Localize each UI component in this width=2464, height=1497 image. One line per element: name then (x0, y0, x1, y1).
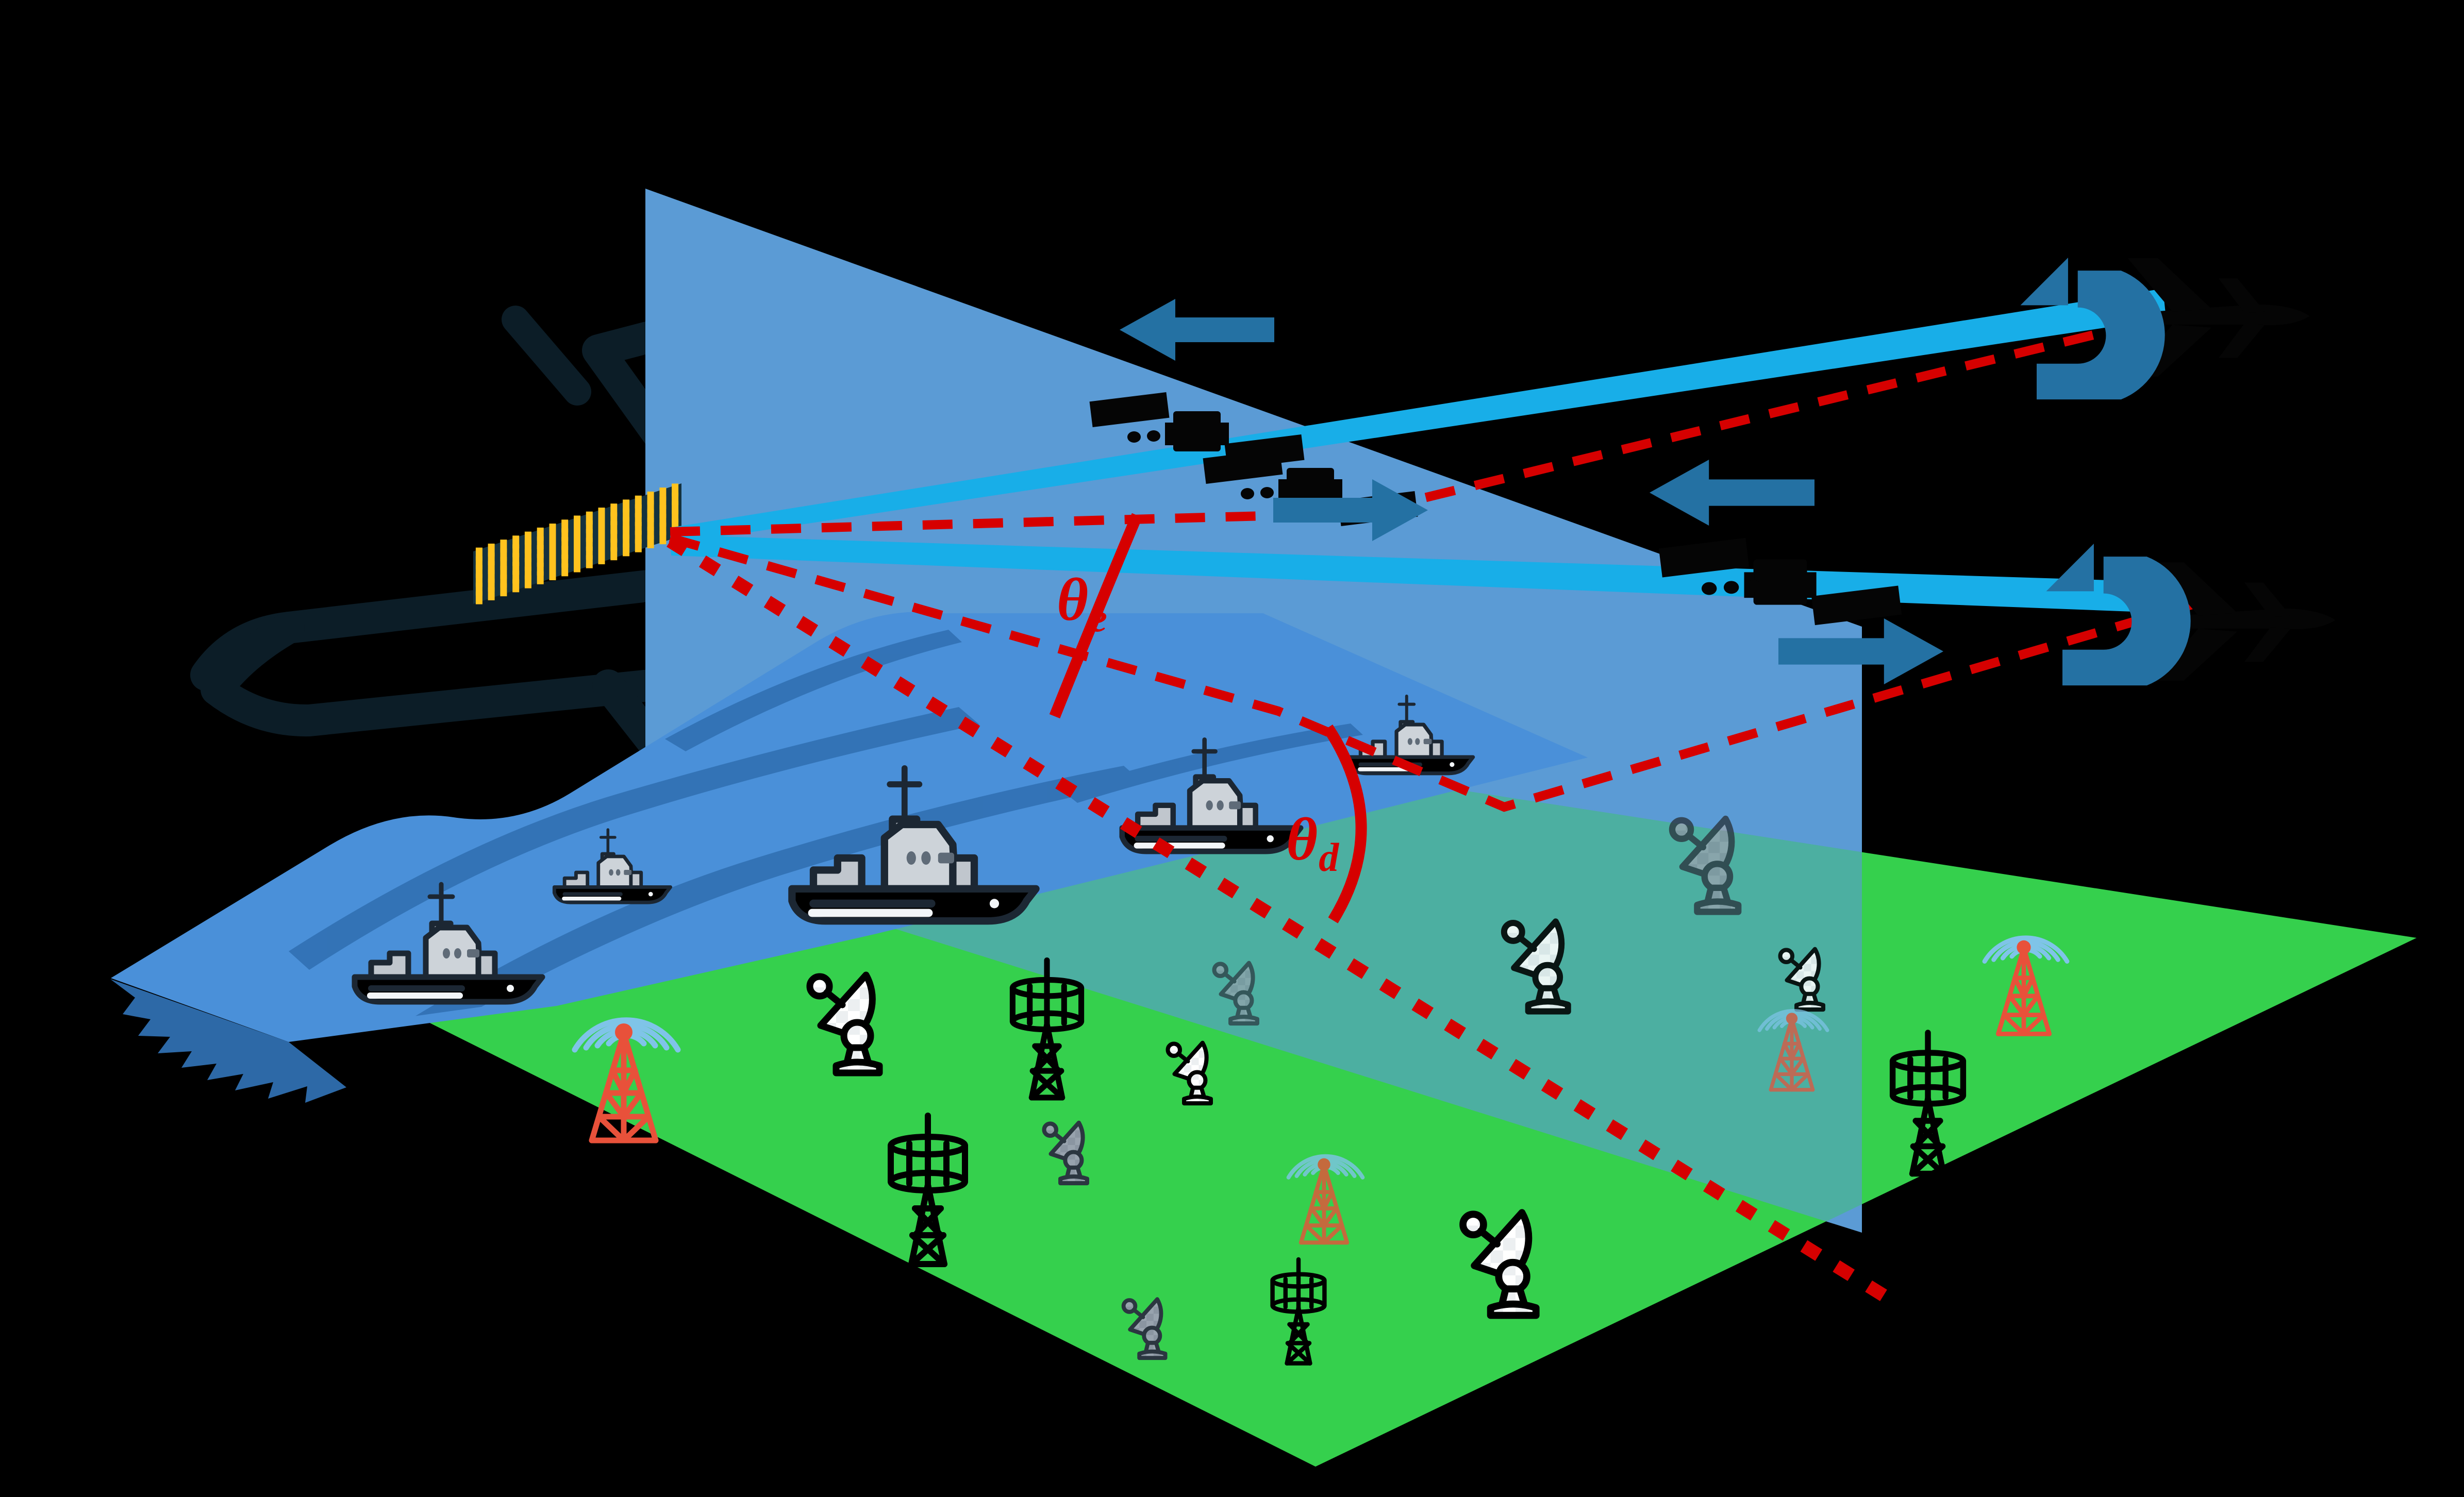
array-element (500, 583, 507, 597)
array-element (647, 535, 654, 548)
array-element (537, 571, 544, 584)
array-element (574, 559, 580, 573)
boresight-lower-dotted (667, 535, 1901, 1310)
array-element (561, 563, 569, 577)
array-element (512, 579, 520, 593)
elevation-angle-label: θe (1057, 566, 1107, 640)
array-element (586, 555, 593, 568)
array-element (475, 591, 482, 604)
angle-arcs (1049, 513, 1367, 923)
array-element (549, 567, 556, 580)
depression-angle-label: θd (1286, 805, 1339, 880)
array-element (623, 543, 630, 557)
boresight-lines (667, 306, 2203, 1310)
array-element (488, 587, 495, 600)
array-element (659, 531, 667, 545)
theta-e-arc (1049, 513, 1143, 719)
array-element (524, 575, 531, 588)
beam-upper (670, 289, 2166, 544)
array-element (598, 551, 605, 564)
array-element (635, 539, 642, 552)
boresight-upper-dashed (670, 306, 2196, 536)
phased-array-panel (473, 483, 681, 604)
boresight-mid-dashed (669, 533, 2203, 812)
array-element (610, 547, 618, 561)
theta-d-arc (1323, 724, 1367, 923)
